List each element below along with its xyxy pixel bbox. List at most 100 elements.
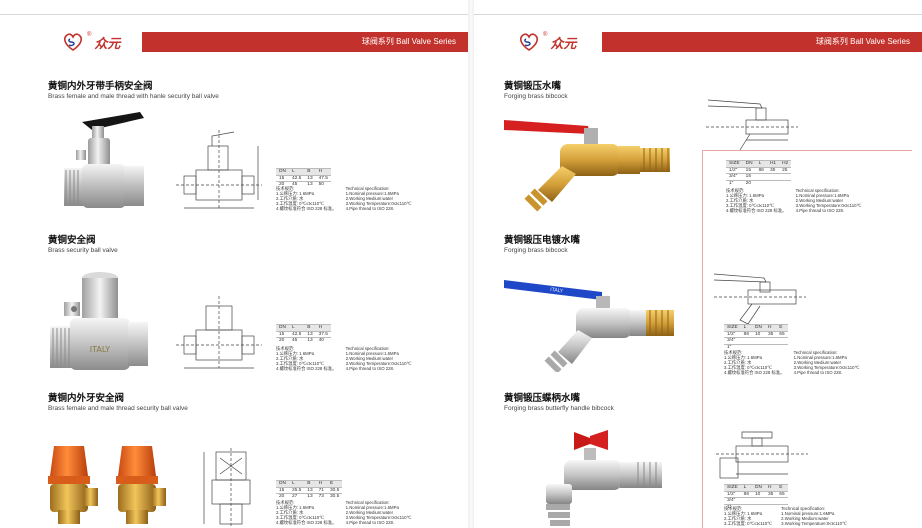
spec-header: H bbox=[315, 324, 331, 332]
table-cell: 45 bbox=[288, 181, 305, 188]
table-cell: 13 bbox=[304, 330, 316, 338]
spec-header: H bbox=[315, 168, 331, 176]
table-cell: 50 bbox=[315, 181, 331, 188]
brand-name: 众元 bbox=[94, 36, 121, 52]
spec-header: SIZE bbox=[724, 484, 741, 492]
note-line: 2.Working Medium:water bbox=[781, 516, 829, 521]
table-cell: 3/4" bbox=[724, 497, 741, 505]
table-cell: 1/2" bbox=[726, 166, 743, 174]
brand-mark-icon bbox=[519, 33, 539, 51]
product-title-zh: 黄铜锻压电镀水嘴 bbox=[504, 235, 581, 246]
note-line: 3.工作温度: 0℃≤t≤110℃ bbox=[724, 521, 772, 526]
notes-en: Technical specification: 1.Nominal press… bbox=[346, 186, 412, 211]
spec-header: L bbox=[755, 160, 767, 168]
valve-left bbox=[48, 446, 98, 524]
table-cell: 15 bbox=[276, 486, 289, 494]
note-line: 3.工作温度: 0℃≤t≤110℃ bbox=[724, 365, 772, 370]
product-title-en: Brass female and male thread with hanle … bbox=[48, 93, 219, 100]
spec-header: L bbox=[740, 484, 753, 492]
note-line: 4.Pipe thread to ISO 228. bbox=[793, 370, 843, 375]
table-row: 1" bbox=[724, 343, 788, 351]
notes-zh: 技术规范: 1.公称压力: 1.6MPa 2.工作介质: 水 3.工作温度: 0… bbox=[724, 350, 784, 375]
table-row: 1/2" 15 86 35 25 bbox=[726, 166, 792, 174]
technical-drawing bbox=[203, 448, 251, 528]
table-row: 3/4" bbox=[724, 337, 788, 345]
spec-header: H2 bbox=[779, 160, 792, 168]
table-cell: 47.5 bbox=[315, 174, 331, 182]
product-title-en: Brass security ball valve bbox=[48, 247, 118, 254]
table-cell: 13 bbox=[304, 486, 316, 494]
table-cell: 1/2" bbox=[724, 490, 741, 498]
table-row: 3/4" bbox=[724, 497, 788, 505]
note-line: 1.Nominal pressure:1.6MPa bbox=[345, 191, 399, 196]
table-row: 1/2" 86 10 35 65 bbox=[724, 330, 788, 338]
spec-header: L bbox=[288, 324, 305, 332]
italy-stamp: ITALY bbox=[550, 287, 564, 295]
spec-table: SIZE L DN H E 1/2" 86 10 35 65 3/4" bbox=[724, 324, 788, 351]
table-row: 1/2" 86 10 35 65 bbox=[724, 490, 788, 498]
product-heading: 黄铜安全阀 Brass security ball valve bbox=[48, 232, 118, 254]
table-cell: 65 bbox=[776, 490, 788, 498]
note-line: 技术规范: bbox=[276, 186, 295, 191]
series-banner: 球阀系列 Ball Valve Series bbox=[142, 32, 468, 52]
spec-header: B bbox=[304, 168, 316, 176]
note-line: Technical specification: bbox=[345, 500, 390, 505]
table-cell: 10 bbox=[752, 490, 765, 498]
notes-zh: 技术规范: 1.公称压力: 1.6MPa 2.工作介质: 水 3.工作温度: 0… bbox=[276, 186, 336, 211]
table-cell: 1" bbox=[724, 343, 741, 351]
spec-header: H bbox=[764, 484, 777, 492]
note-line: 1.公称压力: 1.6MPa bbox=[276, 191, 314, 196]
table-cell: 42.5 bbox=[288, 174, 305, 182]
spec-header: E bbox=[326, 480, 343, 488]
note-line: 4.Pipe thread to ISO 228. bbox=[345, 520, 395, 525]
table-cell: 73 bbox=[315, 493, 327, 500]
spec-header: E bbox=[776, 324, 788, 332]
note-line: 1.Nominal pressure:1.6MPa bbox=[345, 505, 399, 510]
technical-drawing bbox=[176, 130, 262, 210]
spec-header: SIZE bbox=[724, 324, 741, 332]
note-line: 3.Working Temperature:0≤t≤110℃ bbox=[345, 361, 412, 366]
spec-header: DN bbox=[752, 324, 765, 332]
table-cell: 86 bbox=[740, 330, 753, 338]
product-title-en: Brass female and male thread security ba… bbox=[48, 405, 188, 412]
note-line: 1.Nominal pressure:1.6MPa bbox=[345, 351, 399, 356]
note-line: 2.工作介质: 水 bbox=[276, 510, 304, 515]
table-cell: 13 bbox=[304, 181, 316, 188]
note-line: Technical specification: bbox=[793, 350, 838, 355]
product-title-en: Forging brass butterfly handle bibcock bbox=[504, 405, 614, 412]
notes-en: Technical specification: 1.Nominal press… bbox=[794, 350, 860, 375]
note-line: 1.Nominal pressure:1.6MPa bbox=[781, 511, 835, 516]
page-gutter bbox=[468, 0, 474, 528]
notes-zh: 技术规范: 1.公称压力: 1.6MPa 2.工作介质: 水 3.工作温度: 0… bbox=[276, 500, 336, 525]
series-banner-text: 球阀系列 Ball Valve Series bbox=[361, 37, 456, 46]
spec-header: DN bbox=[752, 484, 765, 492]
note-line: 3.工作温度: 0℃≤t≤110℃ bbox=[726, 203, 774, 208]
table-cell: 15 bbox=[742, 166, 756, 174]
table-cell: 1/2" bbox=[724, 330, 741, 338]
table-row: 15 42.5 13 37.5 bbox=[276, 330, 331, 338]
right-page: ® 众元 球阀系列 Ball Valve Series 黄铜锻压水嘴 Forgi… bbox=[474, 0, 922, 528]
tech-notes: 技术规范: 1.公称压力: 1.6MPa 2.工作介质: 水 3.工作温度: 0… bbox=[724, 506, 855, 526]
note-line: 4.螺纹标准符合 ISO 228 标准。 bbox=[724, 370, 785, 375]
notes-en: Technical specification: 1.Nominal press… bbox=[781, 506, 847, 526]
spec-header: DN bbox=[276, 324, 289, 332]
notes-en: Technical specification: 1.Nominal press… bbox=[796, 188, 862, 213]
spec-table: DN L B H 15 42.5 13 47.5 20 45 13 50 bbox=[276, 168, 331, 188]
note-line: 3.Working Temperature:0≤t≤110℃ bbox=[781, 521, 847, 526]
safety-valve-with-handle-photo bbox=[64, 112, 144, 208]
table-cell: 30.5 bbox=[326, 486, 343, 494]
chrome-bibcock-blue-handle-photo: ITALY bbox=[504, 280, 674, 372]
valve-right bbox=[116, 446, 166, 524]
note-line: 3.Working Temperature:0≤t≤110℃ bbox=[345, 515, 412, 520]
top-rule bbox=[0, 14, 922, 15]
technical-drawing bbox=[714, 273, 806, 324]
product-heading: 黄铜锻压电镀水嘴 Forging brass bibcock bbox=[504, 232, 580, 254]
note-line: 技术规范: bbox=[724, 506, 743, 511]
brand-logo: ® 众元 bbox=[518, 30, 576, 54]
table-cell: 42.5 bbox=[288, 330, 305, 338]
left-page: ® 众元 球阀系列 Ball Valve Series 黄铜内外牙带手柄安全阀 … bbox=[48, 32, 468, 528]
table-cell: 3/4" bbox=[726, 173, 743, 181]
registered-mark: ® bbox=[543, 32, 548, 38]
table-row: 20 45 13 50 bbox=[276, 181, 331, 188]
